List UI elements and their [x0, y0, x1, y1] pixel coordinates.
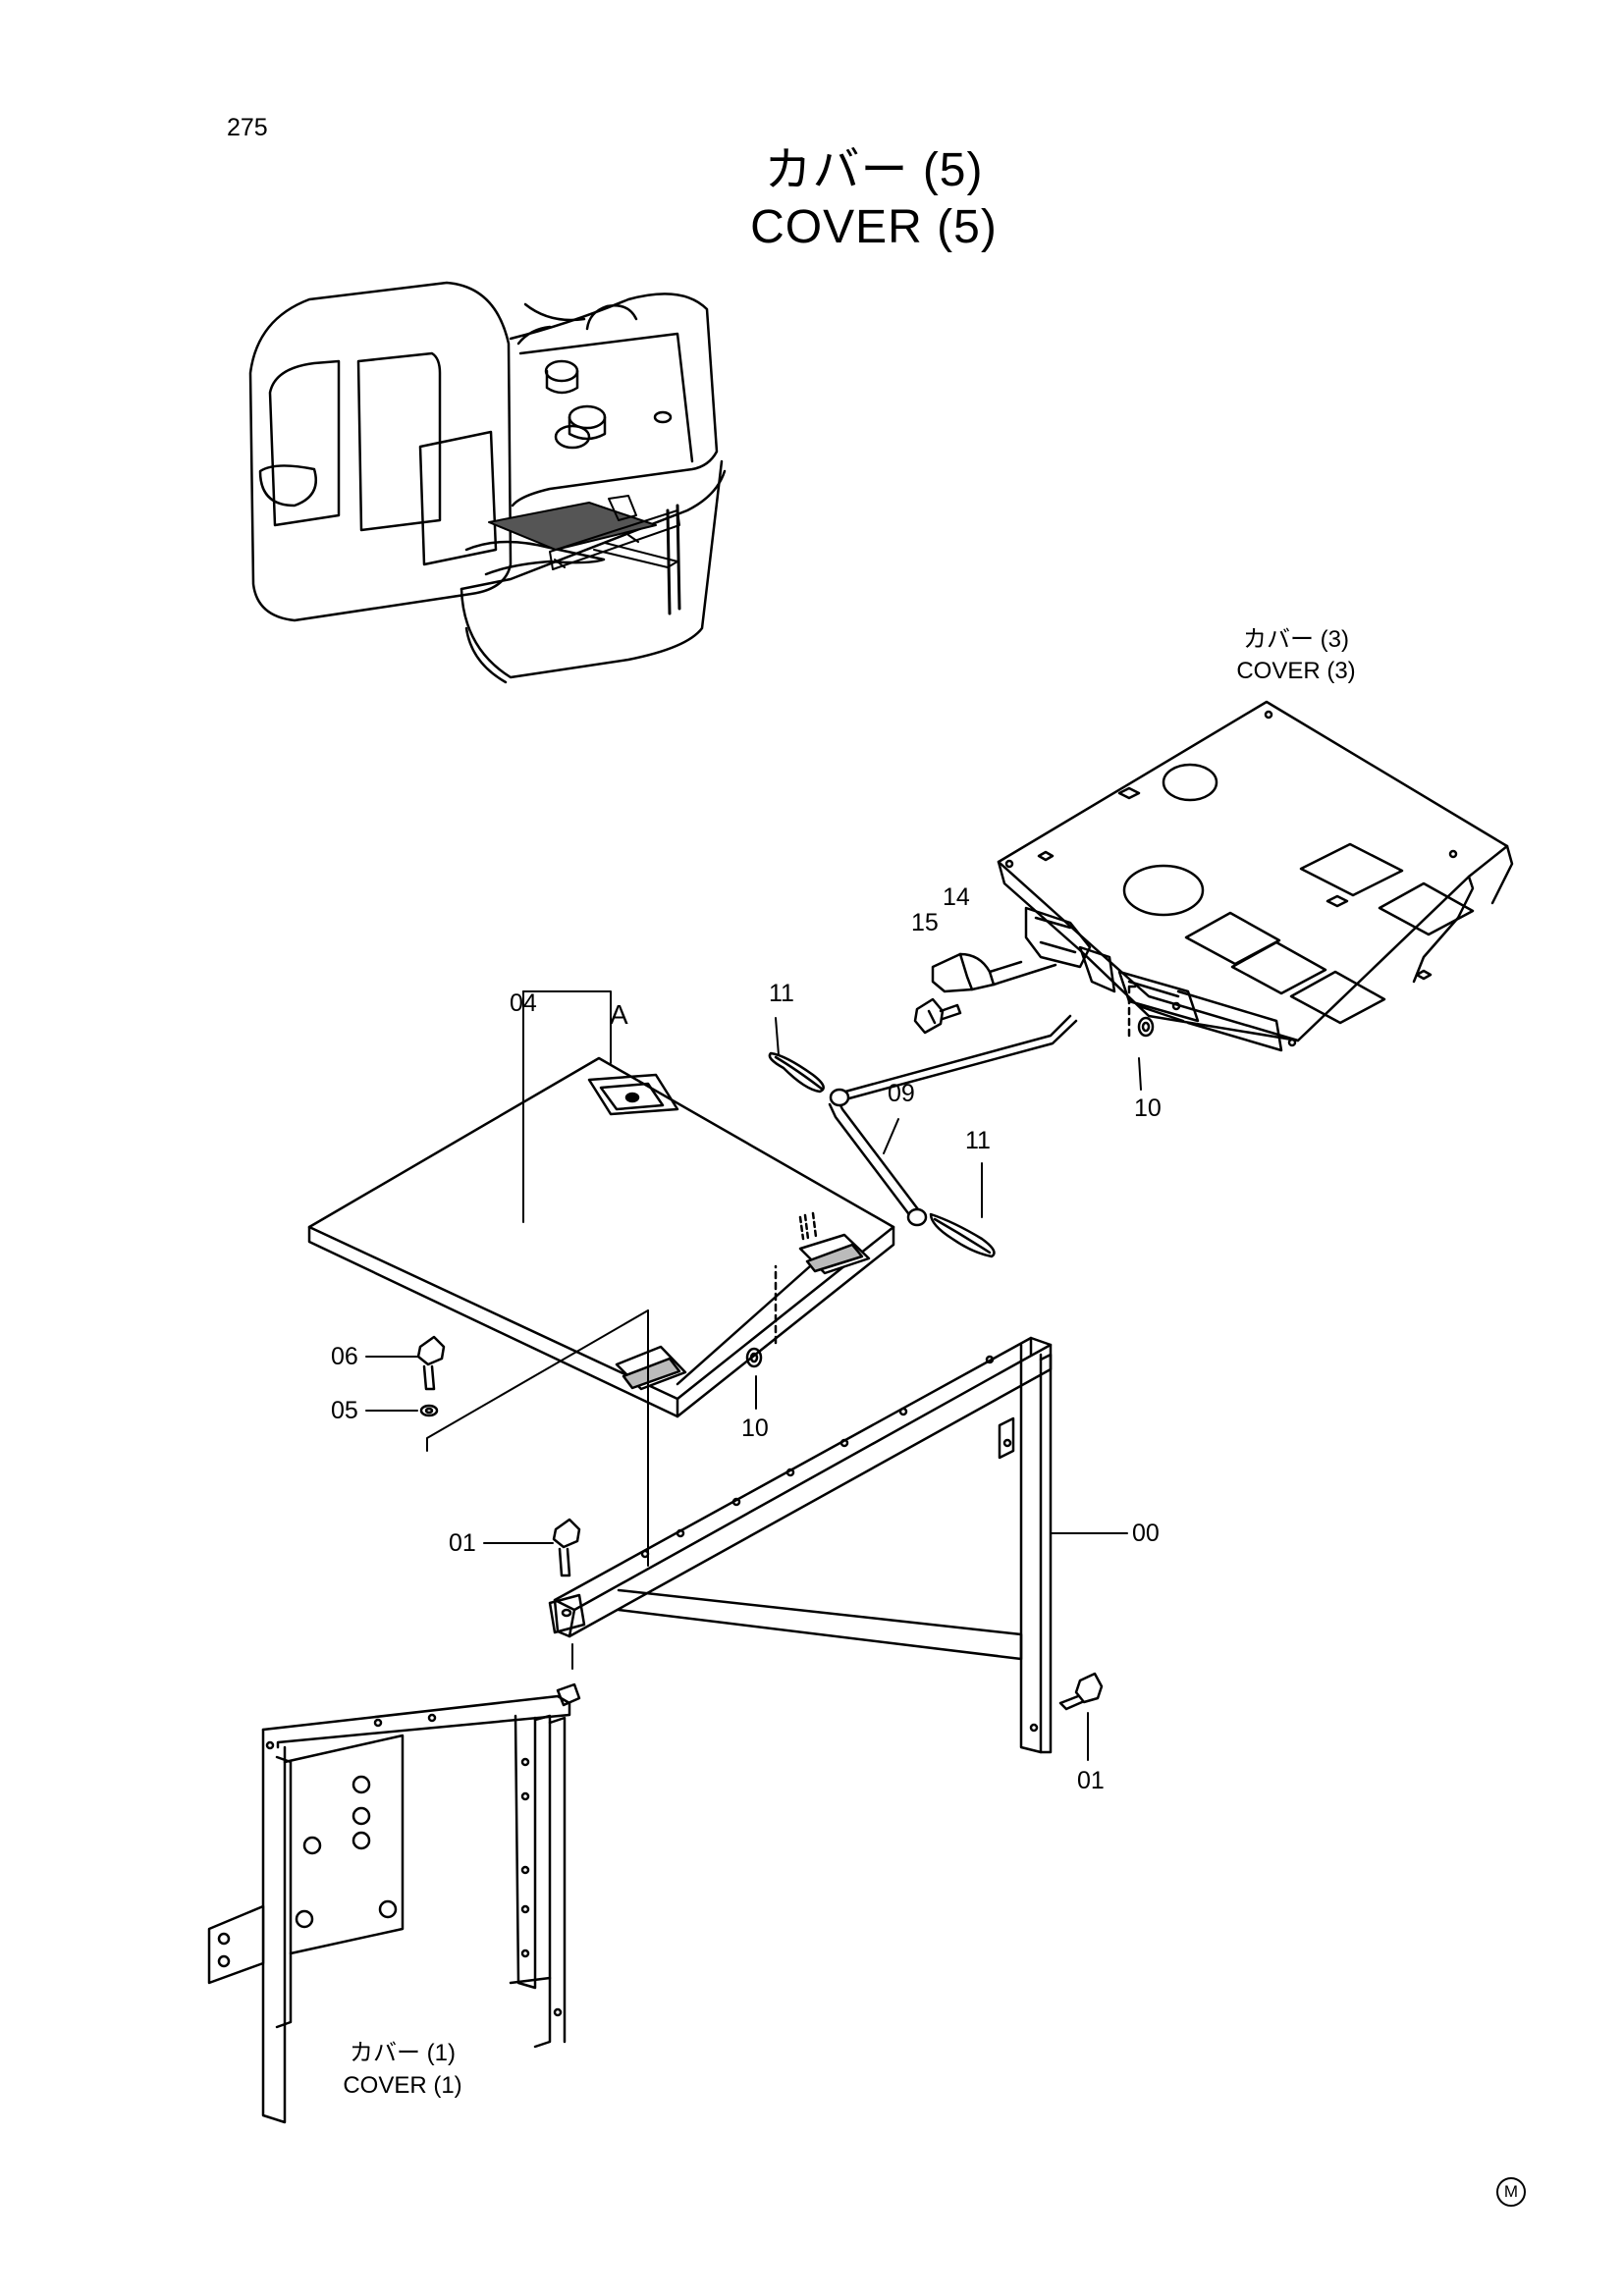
- callout-15: 15: [911, 909, 939, 936]
- title-jp: カバー (5): [764, 144, 984, 196]
- ref-cover-1-en: COVER (1): [343, 2072, 462, 2099]
- callout-09: 09: [888, 1080, 915, 1107]
- callout-00: 00: [1132, 1520, 1160, 1547]
- bolt-01-top: [552, 1518, 581, 1577]
- page-number: 275: [227, 114, 268, 141]
- bolt-01-right: [1058, 1672, 1104, 1711]
- washer-10-right: [1127, 985, 1155, 1042]
- callout-04: 04: [510, 989, 537, 1017]
- title-en: COVER (5): [750, 201, 998, 253]
- bracket-00: [548, 1336, 1053, 1754]
- snap-pin-11-upper: [768, 1051, 825, 1094]
- callout-10-center: 10: [741, 1415, 769, 1442]
- callout-01-right: 01: [1077, 1767, 1105, 1794]
- latch-bracket-14: [931, 952, 1057, 993]
- ref-cover-3-en: COVER (3): [1236, 658, 1356, 684]
- washer-05: [419, 1404, 439, 1417]
- cover-3-panel: [997, 700, 1514, 1052]
- callout-11-lower: 11: [965, 1127, 991, 1154]
- bolt-06: [416, 1335, 446, 1391]
- snap-pin-11-lower: [929, 1212, 996, 1258]
- excavator-overview: [248, 281, 727, 684]
- ref-cover-1-jp: カバー (1): [350, 2040, 456, 2066]
- cover-plate-04: [307, 1056, 895, 1418]
- bolt-15: [913, 997, 962, 1035]
- callout-11-upper: 11: [769, 980, 794, 1007]
- callout-06: 06: [331, 1343, 358, 1370]
- ref-cover-3-jp: カバー (3): [1243, 626, 1349, 653]
- callout-10-right: 10: [1134, 1095, 1162, 1122]
- callout-05: 05: [331, 1397, 358, 1424]
- washer-10-center: [745, 1264, 778, 1368]
- cover-1-frame: [207, 1682, 581, 2124]
- m-mark: M: [1496, 2177, 1526, 2207]
- stay-rod-09: [828, 1014, 1078, 1227]
- callout-14: 14: [943, 883, 970, 911]
- leader-lines: [365, 990, 1142, 1761]
- view-label-a: A: [610, 999, 628, 1030]
- callout-01-left: 01: [449, 1529, 476, 1557]
